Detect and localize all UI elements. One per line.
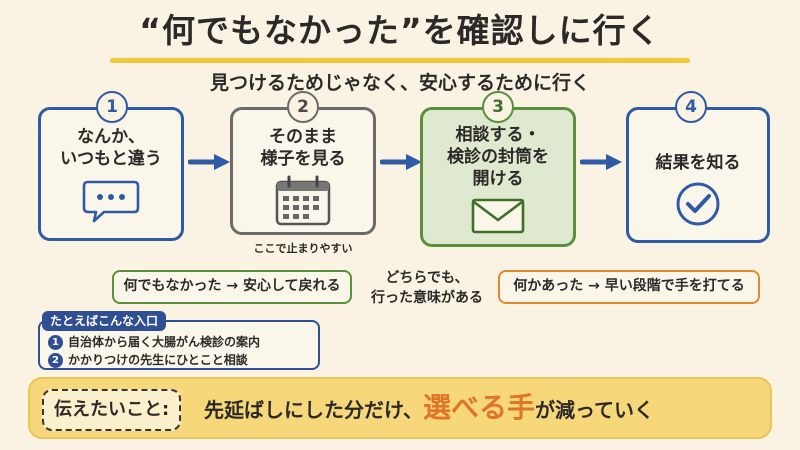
step-4-number: 4 <box>675 91 707 123</box>
step-4-label: 結果を知る <box>655 153 741 173</box>
step-3-label: 相談する・ 検診の封筒を 開ける <box>447 125 549 189</box>
step-3-number: 3 <box>482 91 514 123</box>
arrow-right-icon <box>380 154 422 170</box>
arrow-right-icon <box>580 154 622 170</box>
step-3-box: 相談する・ 検診の封筒を 開ける <box>420 107 576 247</box>
banner-emphasis: 選べる手 <box>423 391 536 424</box>
examples-title: たとえばこんな入口 <box>42 311 167 331</box>
step-1-number: 1 <box>96 91 128 123</box>
calendar-icon <box>271 174 335 232</box>
step-2-number: 2 <box>287 91 319 123</box>
banner-text-after: が減っていく <box>535 398 655 422</box>
arrow-right-icon <box>188 154 230 170</box>
step-2-label: そのまま 様子を見る <box>260 127 346 169</box>
subtitle: 見つけるためじゃなく、安心するために行く <box>209 72 590 94</box>
step-4-box: 結果を知る <box>626 107 770 243</box>
example-number-2: 2 <box>48 353 63 368</box>
step-2-note: ここで止まりやすい <box>253 242 353 255</box>
envelope-icon <box>469 196 527 240</box>
page-title: “何でもなかった”を確認しに行く <box>139 11 661 50</box>
title-underline <box>110 58 690 63</box>
example-item-2: 2 かかりつけの先生にひとこと相談 <box>48 351 248 369</box>
outcome-safe-box: 何でもなかった → 安心して戻れる <box>112 270 352 304</box>
example-number-1: 1 <box>48 335 63 350</box>
step-1-box: なんか、 いつもと違う <box>38 107 184 241</box>
banner-tag: 伝えたいこと: <box>42 389 182 431</box>
examples-box <box>38 320 320 370</box>
example-item-1: 1 自治体から届く大腸がん検診の案内 <box>48 333 260 351</box>
outcome-middle-note: どちらでも、 行った意味がある <box>371 270 483 306</box>
example-text-1: 自治体から届く大腸がん検診の案内 <box>68 335 261 349</box>
banner-message: 先延ばしにした分だけ、選べる手が減っていく <box>204 386 654 432</box>
step-1-label: なんか、 いつもと違う <box>60 127 162 169</box>
example-text-2: かかりつけの先生にひとこと相談 <box>68 353 248 367</box>
outcome-action-box: 何かあった → 早い段階で手を打てる <box>498 270 760 304</box>
step-2-box: そのまま 様子を見る <box>230 107 376 235</box>
check-circle-icon <box>674 180 722 232</box>
banner-text-before: 先延ばしにした分だけ、 <box>204 398 423 422</box>
speech-bubble-icon <box>80 176 142 230</box>
